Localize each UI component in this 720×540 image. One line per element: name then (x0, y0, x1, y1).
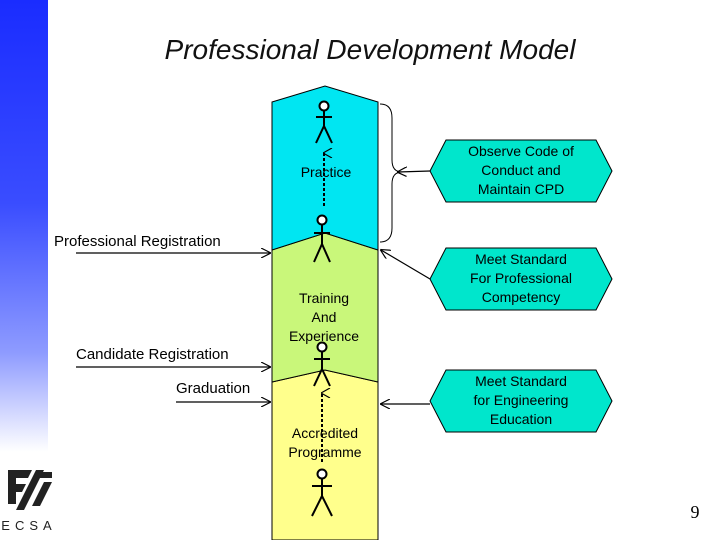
stick-figure-bottom (311, 468, 333, 517)
label-training-line1: Training (298, 290, 350, 306)
ecsa-logo-mark (8, 470, 52, 510)
page-title: Professional Development Model (164, 34, 576, 65)
label-graduation: Graduation (176, 380, 251, 397)
box-competency-line3: Competency (481, 289, 561, 305)
box-education-line1: Meet Standard (475, 373, 567, 389)
box-education (429, 369, 613, 433)
stick-figure-top (315, 100, 333, 144)
box-cpd-text: Observe Code of Conduct and Maintain CPD (441, 142, 601, 199)
box-cpd-line1: Observe Code of (468, 143, 574, 159)
box-competency-text: Meet Standard For Professional Competenc… (441, 250, 601, 307)
box-cpd-line2: Conduct and (481, 162, 561, 178)
box-education-text: Meet Standard for Engineering Education (441, 372, 601, 429)
box-education-line2: for Engineering (473, 392, 569, 408)
sidebar-gradient-bar (0, 0, 48, 452)
label-accredited-line2: Programme (288, 444, 362, 460)
label-training: Training And Experience (272, 289, 376, 346)
label-professional-registration: Professional Registration (54, 233, 221, 250)
box-education-line3: Education (489, 411, 553, 427)
box-competency-line2: For Professional (470, 270, 572, 286)
stick-figure-registration (313, 214, 331, 263)
practice-brace (379, 103, 403, 243)
arrow-competency-to-column (381, 250, 431, 280)
page-number: 9 (690, 502, 700, 522)
label-accredited-line1: Accredited (291, 425, 359, 441)
label-accredited: Accredited Programme (272, 424, 378, 462)
label-practice: Practice (300, 164, 352, 180)
label-training-line2: And (311, 309, 337, 325)
label-candidate-registration: Candidate Registration (76, 346, 229, 363)
label-training-line3: Experience (288, 328, 360, 344)
ecsa-logo-text: ECSA (2, 518, 56, 533)
box-competency-line1: Meet Standard (475, 251, 567, 267)
ecsa-logo: ECSA (2, 470, 56, 533)
arrow-cpd-to-brace (398, 171, 431, 172)
stick-figure-candidate (313, 341, 331, 387)
box-cpd-line3: Maintain CPD (477, 181, 565, 197)
